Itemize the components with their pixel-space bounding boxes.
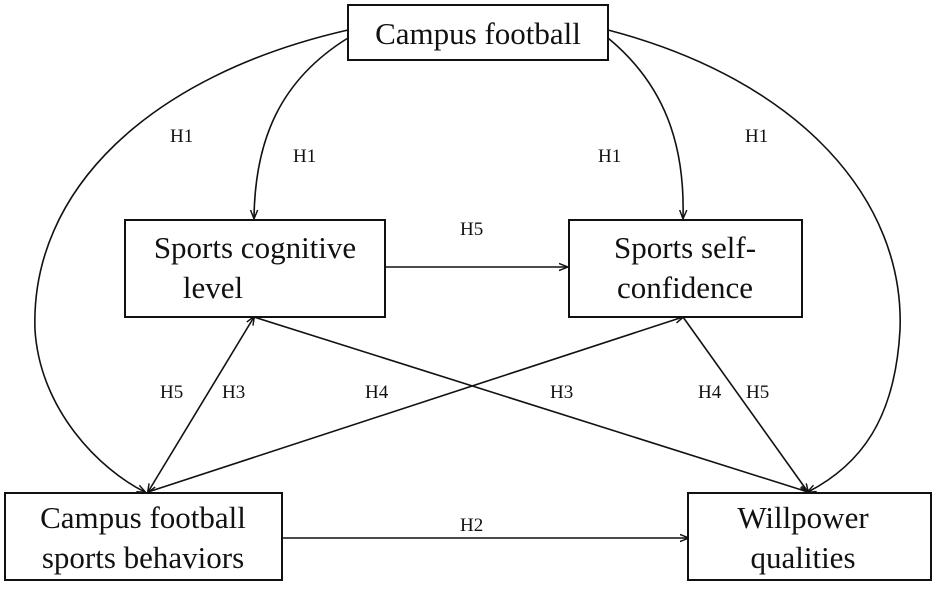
edge-label-h1-cognitive: H1 (293, 146, 316, 167)
edge-label-h4-confidence-willpower: H4 (698, 382, 722, 403)
edge-label-h1-left: H1 (170, 126, 193, 147)
edge-label-h3-behaviors-cognitive: H3 (222, 382, 245, 403)
node-confidence-line2: confidence (617, 270, 753, 305)
node-behaviors-line1: Campus football (40, 500, 246, 535)
edge-cognitive-to-willpower (253, 316, 808, 492)
edge-football-to-behaviors (34, 29, 349, 492)
node-campus-football-sports-behaviors: Campus football sports behaviors (4, 492, 283, 581)
node-campus-football-label: Campus football (375, 16, 581, 51)
node-cognitive-line1: Sports cognitive (154, 230, 356, 265)
edge-label-h4-behaviors-confidence: H4 (365, 382, 389, 403)
edge-confidence-to-willpower (682, 316, 808, 492)
edge-label-h2-behaviors-willpower: H2 (460, 515, 483, 536)
node-behaviors-line2: sports behaviors (42, 540, 244, 575)
node-cognitive-line2: level (183, 270, 243, 305)
node-willpower-qualities: Willpower qualities (687, 492, 932, 581)
edge-label-h5-behaviors-cognitive: H5 (160, 382, 183, 403)
edge-behaviors-cognitive (148, 317, 254, 492)
node-sports-cognitive-level: Sports cognitive level (124, 219, 386, 318)
edge-football-to-willpower (607, 29, 901, 492)
edge-label-h3-cognitive-willpower: H3 (550, 382, 573, 403)
node-campus-football: Campus football (347, 4, 609, 61)
node-confidence-line1: Sports self- (614, 230, 756, 265)
edge-label-h5-confidence-willpower: H5 (746, 382, 769, 403)
edge-behaviors-to-confidence (147, 317, 683, 493)
node-willpower-line1: Willpower (737, 500, 869, 535)
edge-label-h1-confidence: H1 (598, 146, 621, 167)
edge-label-h1-right: H1 (745, 126, 768, 147)
edge-football-to-confidence (607, 37, 683, 218)
edge-football-to-cognitive (254, 37, 349, 218)
node-willpower-line2: qualities (750, 540, 855, 575)
edge-label-h5-cognitive-confidence: H5 (460, 219, 483, 240)
node-sports-self-confidence: Sports self- confidence (568, 219, 803, 318)
